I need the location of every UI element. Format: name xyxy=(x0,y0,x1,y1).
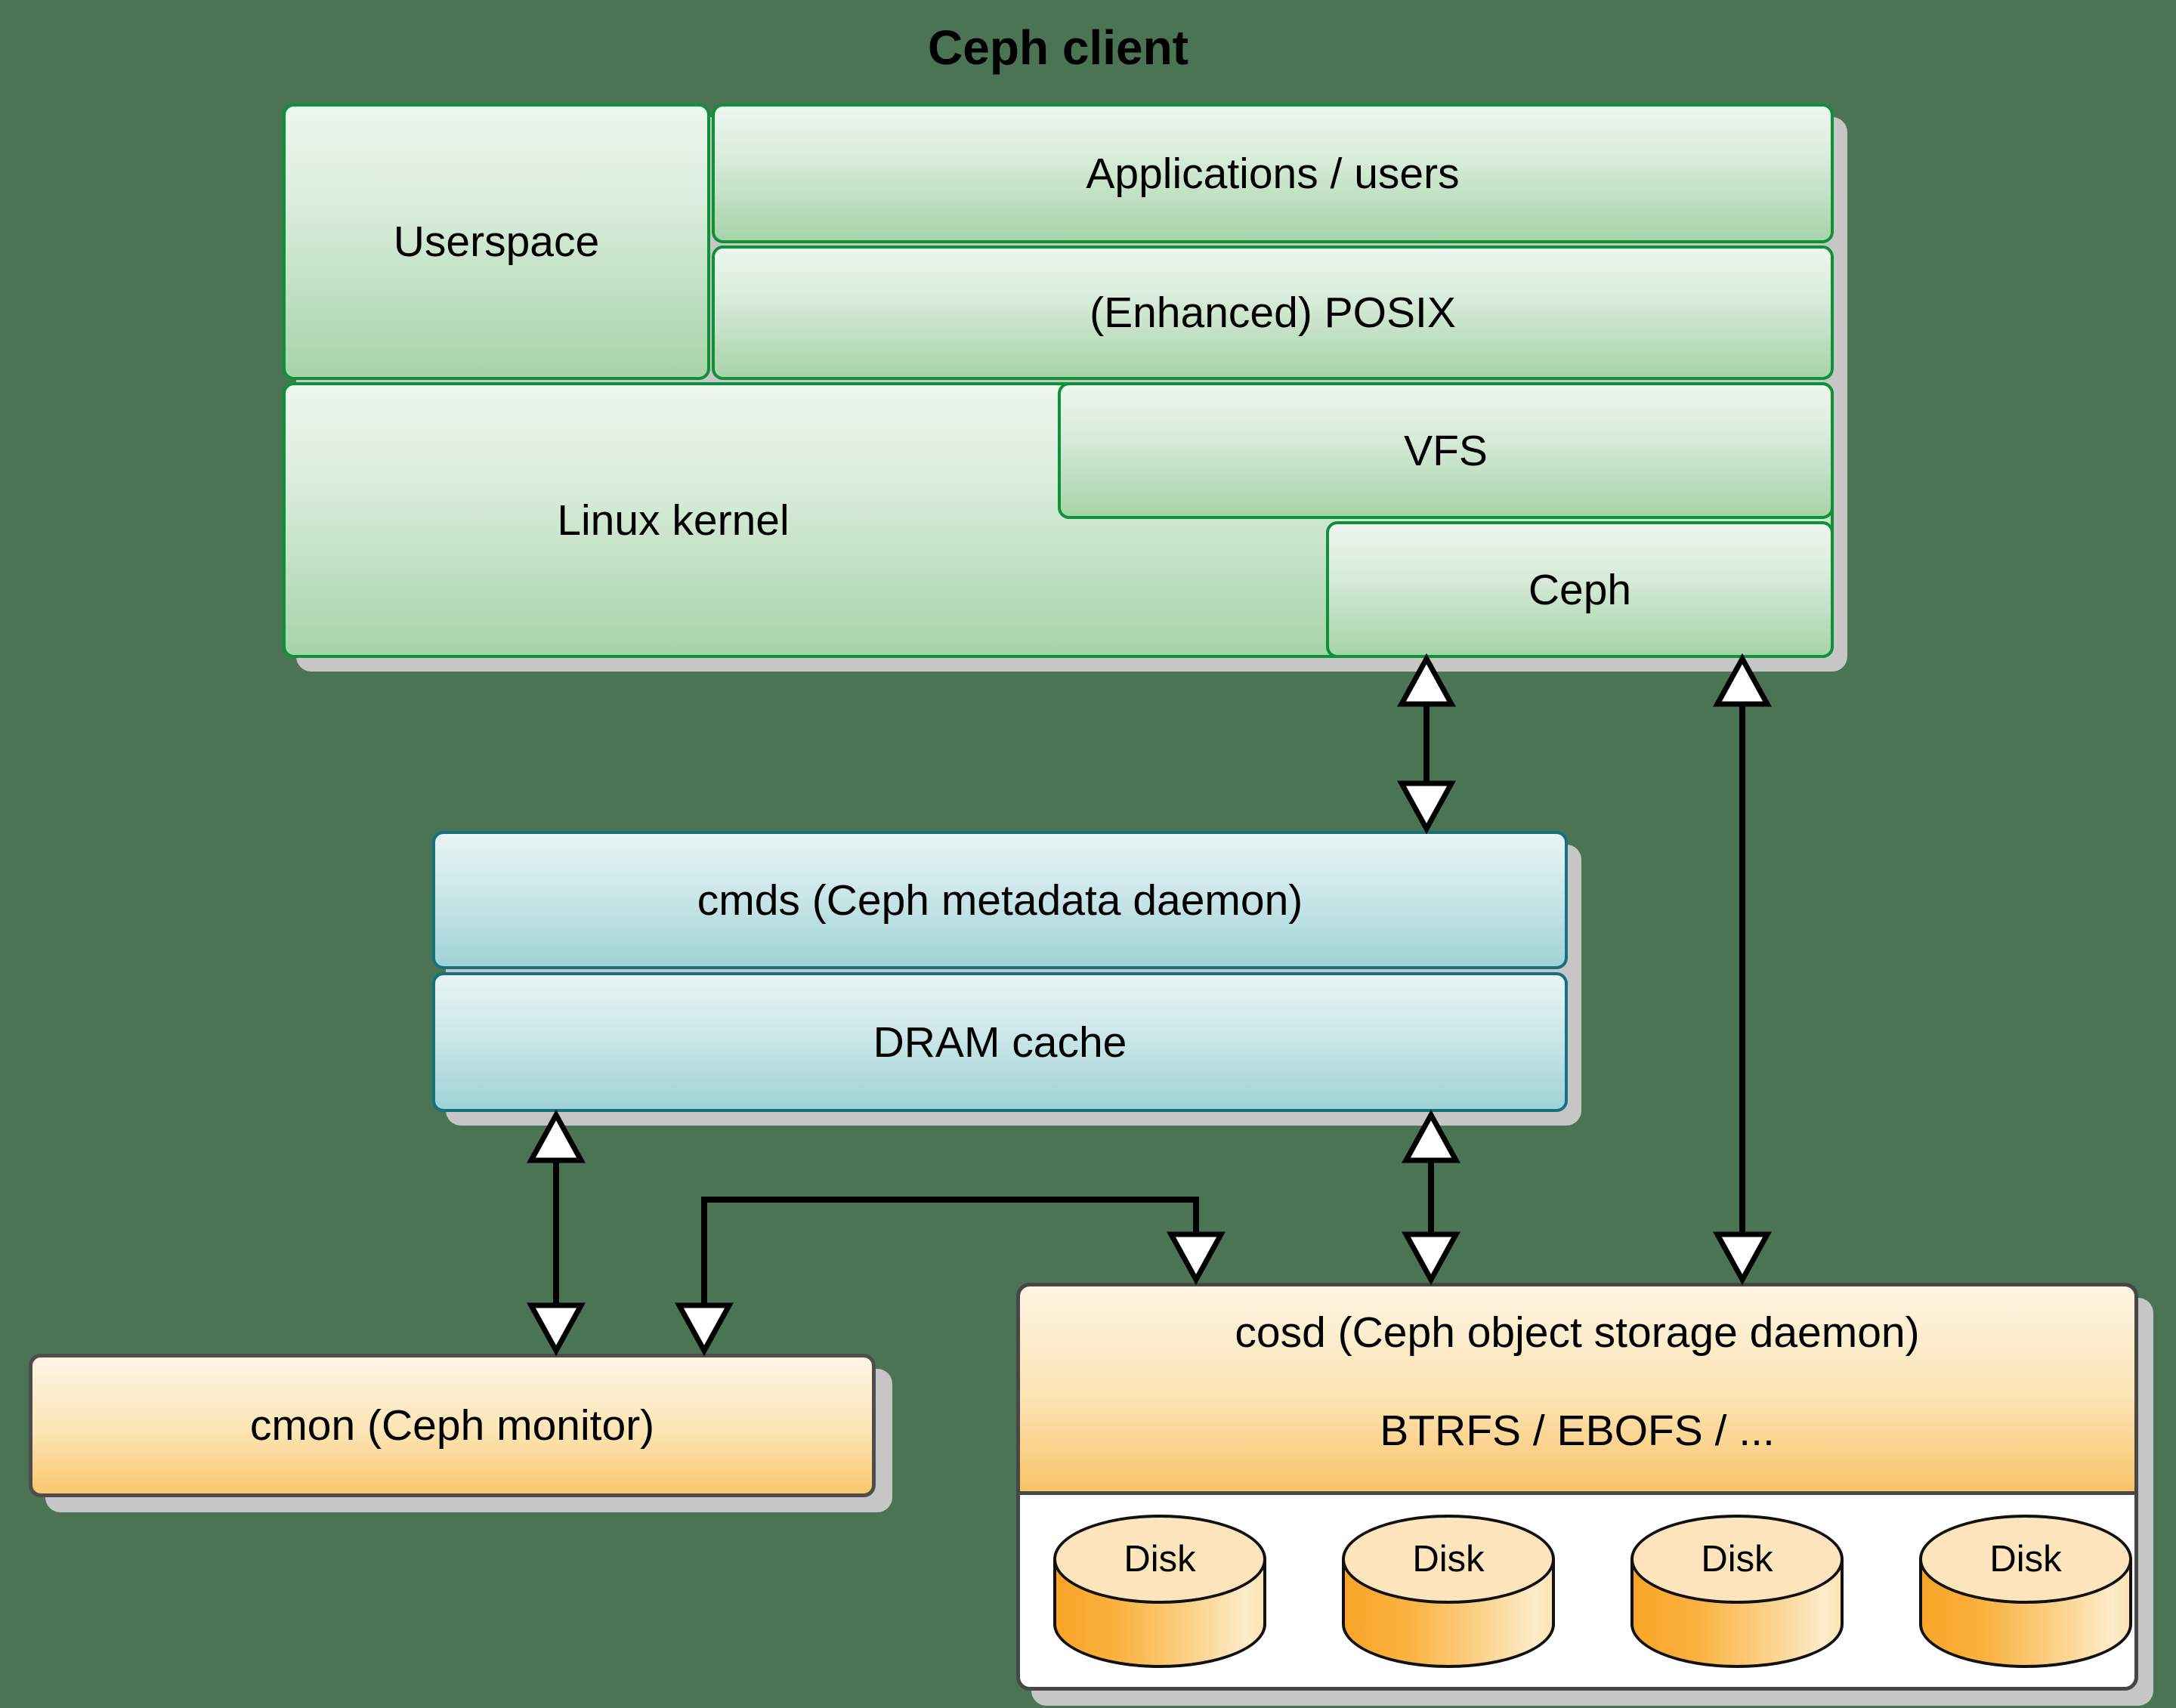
node-posix-label: (Enhanced) POSIX xyxy=(1090,289,1456,337)
node-applications: Applications / users xyxy=(712,103,1834,243)
node-posix: (Enhanced) POSIX xyxy=(712,246,1834,380)
node-vfs-label: VFS xyxy=(1404,426,1488,475)
node-ceph-kernel-module: Ceph xyxy=(1326,521,1834,658)
arrow-cmon-to-cosd xyxy=(675,1197,1226,1357)
node-cosd-subtitle: BTRFS / EBOFS / ... xyxy=(1380,1407,1775,1455)
node-cmds-label: cmds (Ceph metadata daemon) xyxy=(697,876,1303,925)
arrow-mds-to-cmon xyxy=(527,1109,586,1357)
node-ceph-kernel-module-label: Ceph xyxy=(1528,565,1632,614)
node-vfs: VFS xyxy=(1058,382,1834,519)
node-userspace-label: Userspace xyxy=(393,218,600,266)
arrow-ceph-to-cmds xyxy=(1397,653,1456,835)
disk-label: Disk xyxy=(1053,1515,1266,1604)
disk-label: Disk xyxy=(1342,1515,1555,1604)
node-cosd: cosd (Ceph object storage daemon) BTRFS … xyxy=(1016,1283,2138,1691)
node-applications-label: Applications / users xyxy=(1086,149,1460,198)
node-cmds: cmds (Ceph metadata daemon) xyxy=(432,831,1568,969)
node-cmon: cmon (Ceph monitor) xyxy=(29,1354,876,1497)
node-cmon-label: cmon (Ceph monitor) xyxy=(249,1401,655,1450)
node-linux-kernel-label: Linux kernel xyxy=(557,496,790,545)
diagram-title: Ceph client xyxy=(928,20,1188,75)
disk-label: Disk xyxy=(1919,1515,2132,1604)
node-dram-cache: DRAM cache xyxy=(432,972,1568,1112)
disk-cylinder: Disk xyxy=(1919,1515,2132,1668)
node-cosd-header: cosd (Ceph object storage daemon) BTRFS … xyxy=(1016,1283,2138,1495)
node-dram-cache-label: DRAM cache xyxy=(873,1018,1127,1067)
node-userspace: Userspace xyxy=(283,103,710,380)
disk-cylinder: Disk xyxy=(1630,1515,1844,1668)
disk-cylinder: Disk xyxy=(1053,1515,1266,1668)
arrow-ceph-to-cosd xyxy=(1713,653,1772,1286)
disk-cylinder: Disk xyxy=(1342,1515,1555,1668)
disk-label: Disk xyxy=(1630,1515,1844,1604)
node-cosd-title: cosd (Ceph object storage daemon) xyxy=(1235,1308,1920,1357)
arrow-mds-to-cosd xyxy=(1402,1109,1460,1286)
